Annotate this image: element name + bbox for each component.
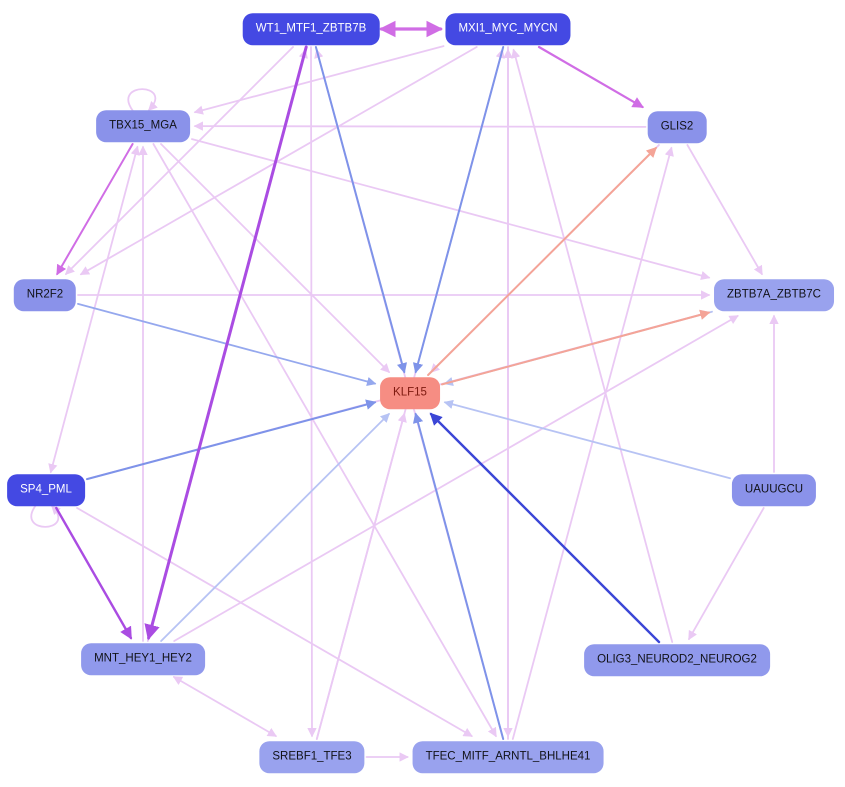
graph-node-zbtb7a[interactable]: ZBTB7A_ZBTB7C xyxy=(714,279,834,311)
edge-klf15-zbtb7a xyxy=(441,309,711,386)
edge-mxi1-glis2 xyxy=(537,45,644,109)
graph-node-sp4[interactable]: SP4_PML xyxy=(7,474,85,506)
edge-glis2-zbtb7a xyxy=(686,144,763,276)
edge-sp4-tbx15 xyxy=(48,145,140,474)
graph-node-tfec[interactable]: TFEC_MITF_ARNTL_BHLHE41 xyxy=(412,741,604,773)
edge-sp4-mnt xyxy=(55,506,133,640)
edge-uauugcu-olig3 xyxy=(688,507,765,641)
edge-tfec-klf15 xyxy=(412,412,505,740)
edge-wt1-mnt xyxy=(144,45,308,641)
edge-klf15-glis2 xyxy=(427,146,658,376)
edge-sp4-tfec xyxy=(76,507,473,737)
graph-node-nr2f2[interactable]: NR2F2 xyxy=(13,279,77,311)
edge-olig3-mxi1 xyxy=(511,48,674,643)
edge-tbx15-klf15 xyxy=(160,143,390,373)
edge-glis2-tbx15 xyxy=(193,121,647,131)
edge-wt1-klf15 xyxy=(314,46,407,374)
edge-mnt-klf15 xyxy=(160,413,390,642)
graph-node-olig3[interactable]: OLIG3_NEUROD2_NEUROG2 xyxy=(584,644,770,676)
edge-mnt-zbtb7a xyxy=(173,315,739,642)
graph-node-srebf1[interactable]: SREBF1_TFE3 xyxy=(259,741,365,773)
edge-tbx15-nr2f2 xyxy=(56,143,134,276)
edge-sp4-klf15 xyxy=(86,399,377,481)
edge-wt1-srebf1 xyxy=(307,46,317,738)
graph-node-mxi1[interactable]: MXI1_MYC_MYCN xyxy=(445,13,571,45)
edge-wt1-nr2f2 xyxy=(65,46,294,275)
edge-mxi1-tbx15 xyxy=(193,45,445,115)
edge-uauugcu-klf15 xyxy=(443,399,731,480)
graph-node-mnt[interactable]: MNT_HEY1_HEY2 xyxy=(81,643,205,675)
graph-node-klf15[interactable]: KLF15 xyxy=(380,377,440,409)
edge-mxi1-klf15 xyxy=(412,46,505,374)
edge-tbx15-tbx15 xyxy=(127,88,158,112)
edge-olig3-klf15 xyxy=(429,412,661,644)
graph-node-glis2[interactable]: GLIS2 xyxy=(647,111,707,143)
edge-sp4-sp4 xyxy=(30,504,61,528)
edge-tbx15-zbtb7a xyxy=(191,138,711,281)
graph-node-tbx15[interactable]: TBX15_MGA xyxy=(96,110,190,142)
graph-node-uauugcu[interactable]: UAUUGCU xyxy=(731,474,817,506)
edge-tfec-glis2 xyxy=(511,146,674,740)
edge-mxi1-nr2f2 xyxy=(79,46,478,276)
edge-tbx15-tfec xyxy=(152,143,497,738)
edge-mnt-srebf1 xyxy=(172,676,278,737)
graph-node-wt1[interactable]: WT1_MTF1_ZBTB7B xyxy=(242,13,380,45)
